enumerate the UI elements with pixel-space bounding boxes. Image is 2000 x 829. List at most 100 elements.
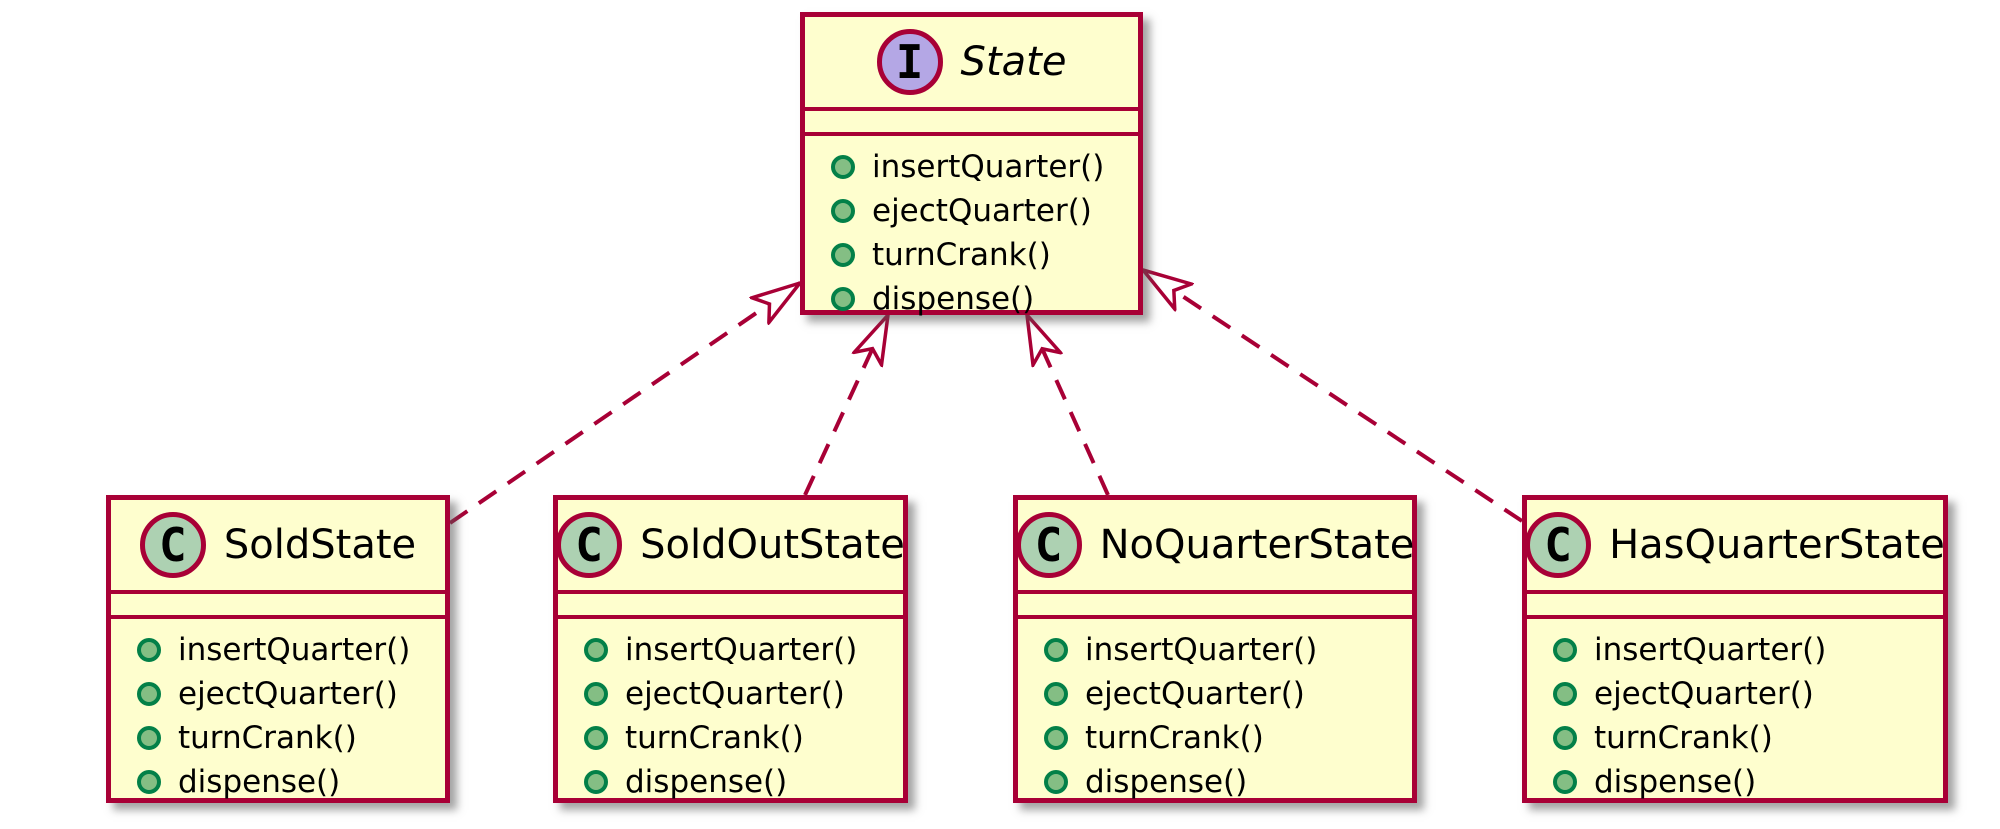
class-title: C HasQuarterState [1525, 500, 1945, 594]
fields-compartment [805, 111, 1138, 136]
method-label: dispense() [1594, 764, 1757, 800]
method-label: ejectQuarter() [872, 193, 1092, 229]
method-label: dispense() [872, 281, 1035, 317]
fields-compartment [1018, 594, 1412, 619]
method-item: ejectQuarter() [831, 189, 1132, 233]
methods-compartment: insertQuarter() ejectQuarter() turnCrank… [558, 619, 903, 804]
method-item: dispense() [584, 760, 897, 804]
method-item: dispense() [831, 277, 1132, 321]
class-box-soldoutstate: C SoldOutState insertQuarter() ejectQuar… [553, 495, 908, 803]
method-item: ejectQuarter() [1553, 672, 1937, 716]
public-method-icon [137, 770, 161, 794]
public-method-icon [584, 682, 608, 706]
method-item: turnCrank() [1044, 716, 1406, 760]
method-label: turnCrank() [1594, 720, 1773, 756]
method-label: insertQuarter() [625, 632, 858, 668]
method-label: insertQuarter() [1594, 632, 1827, 668]
public-method-icon [584, 726, 608, 750]
class-name: SoldOutState [640, 522, 905, 568]
methods-compartment: insertQuarter() ejectQuarter() turnCrank… [111, 619, 445, 804]
public-method-icon [584, 770, 608, 794]
method-label: dispense() [625, 764, 788, 800]
public-method-icon [1553, 682, 1577, 706]
method-label: turnCrank() [178, 720, 357, 756]
public-method-icon [1553, 726, 1577, 750]
class-spot-letter: C [159, 518, 187, 572]
class-icon: C [1015, 512, 1082, 578]
realization-arrow-noquarterstate [1027, 315, 1110, 496]
method-label: ejectQuarter() [178, 676, 398, 712]
method-item: ejectQuarter() [1044, 672, 1406, 716]
method-label: turnCrank() [625, 720, 804, 756]
public-method-icon [137, 726, 161, 750]
method-item: insertQuarter() [1553, 628, 1937, 672]
methods-compartment: insertQuarter() ejectQuarter() turnCrank… [1018, 619, 1412, 804]
interface-title: I State [805, 17, 1138, 111]
method-item: turnCrank() [831, 233, 1132, 277]
method-item: turnCrank() [584, 716, 897, 760]
public-method-icon [1044, 770, 1068, 794]
method-label: dispense() [178, 764, 341, 800]
interface-box-state: I State insertQuarter() ejectQuarter() t… [800, 12, 1143, 317]
interface-spot-letter: I [895, 35, 924, 89]
class-icon: C [1525, 512, 1592, 578]
method-item: ejectQuarter() [584, 672, 897, 716]
class-title: C NoQuarterState [1015, 500, 1415, 594]
fields-compartment [558, 594, 903, 619]
method-item: insertQuarter() [831, 145, 1132, 189]
public-method-icon [1044, 726, 1068, 750]
public-method-icon [1044, 638, 1068, 662]
public-method-icon [831, 287, 855, 311]
method-item: ejectQuarter() [137, 672, 439, 716]
public-method-icon [831, 155, 855, 179]
interface-icon: I [876, 29, 943, 95]
public-method-icon [831, 199, 855, 223]
method-item: dispense() [1044, 760, 1406, 804]
class-name: HasQuarterState [1609, 522, 1945, 568]
public-method-icon [137, 682, 161, 706]
method-item: insertQuarter() [137, 628, 439, 672]
method-label: turnCrank() [872, 237, 1051, 273]
method-label: ejectQuarter() [1594, 676, 1814, 712]
method-label: dispense() [1085, 764, 1248, 800]
realization-arrow-hasquarterstate [1143, 270, 1524, 523]
method-item: turnCrank() [137, 716, 439, 760]
public-method-icon [1553, 638, 1577, 662]
fields-compartment [1527, 594, 1943, 619]
class-box-hasquarterstate: C HasQuarterState insertQuarter() ejectQ… [1522, 495, 1948, 803]
method-label: ejectQuarter() [625, 676, 845, 712]
class-box-noquarterstate: C NoQuarterState insertQuarter() ejectQu… [1013, 495, 1417, 803]
class-title: C SoldState [111, 500, 445, 594]
public-method-icon [831, 243, 855, 267]
interface-name: State [960, 39, 1067, 85]
method-item: turnCrank() [1553, 716, 1937, 760]
method-item: dispense() [137, 760, 439, 804]
class-spot-letter: C [1034, 518, 1063, 572]
public-method-icon [1044, 682, 1068, 706]
realization-arrow-soldstate [448, 283, 800, 525]
class-spot-letter: C [575, 518, 603, 572]
methods-compartment: insertQuarter() ejectQuarter() turnCrank… [1527, 619, 1943, 804]
public-method-icon [137, 638, 161, 662]
public-method-icon [584, 638, 608, 662]
method-item: insertQuarter() [1044, 628, 1406, 672]
class-name: SoldState [223, 522, 417, 568]
realization-arrow-soldoutstate [803, 315, 888, 496]
class-name: NoQuarterState [1099, 522, 1415, 568]
method-item: insertQuarter() [584, 628, 897, 672]
method-label: insertQuarter() [178, 632, 411, 668]
public-method-icon [1553, 770, 1577, 794]
class-icon: C [139, 512, 206, 578]
class-title: C SoldOutState [556, 500, 905, 594]
methods-compartment: insertQuarter() ejectQuarter() turnCrank… [805, 136, 1138, 321]
method-label: insertQuarter() [872, 149, 1105, 185]
class-icon: C [556, 512, 623, 578]
class-box-soldstate: C SoldState insertQuarter() ejectQuarter… [106, 495, 450, 803]
method-label: ejectQuarter() [1085, 676, 1305, 712]
class-spot-letter: C [1544, 518, 1572, 572]
method-label: insertQuarter() [1085, 632, 1318, 668]
method-label: turnCrank() [1085, 720, 1264, 756]
fields-compartment [111, 594, 445, 619]
